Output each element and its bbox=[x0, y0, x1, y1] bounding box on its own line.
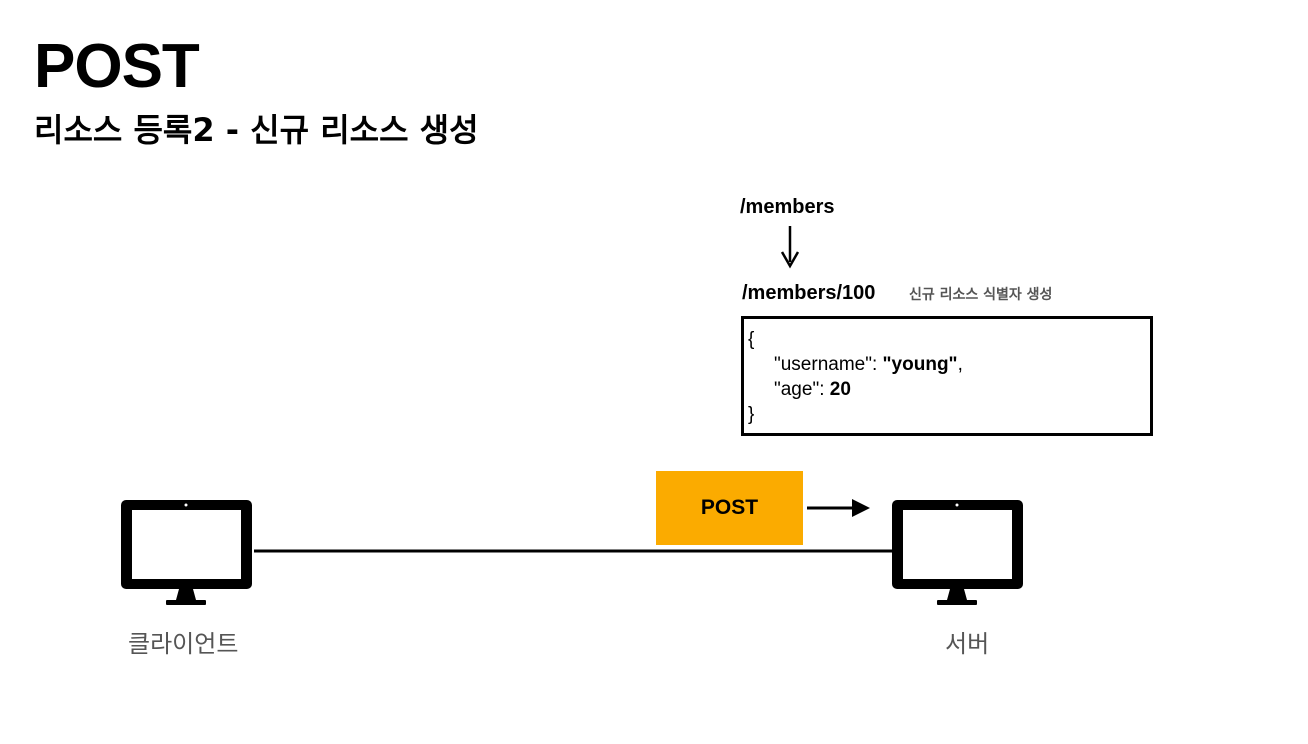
json-age-key: "age": bbox=[774, 379, 830, 400]
server-label: 서버 bbox=[945, 630, 990, 658]
client-monitor-icon bbox=[121, 500, 252, 605]
page-title: POST bbox=[34, 32, 200, 101]
server-monitor-icon bbox=[892, 500, 1023, 605]
json-open-brace: { bbox=[748, 329, 755, 350]
json-age-line: "age": 20 bbox=[748, 377, 1150, 402]
json-close-brace: } bbox=[748, 404, 755, 425]
post-method-box: POST bbox=[656, 471, 803, 545]
identifier-note: 신규 리소스 식별자 생성 bbox=[909, 287, 1053, 303]
json-comma: , bbox=[957, 354, 963, 375]
collection-path: /members bbox=[740, 196, 835, 218]
json-username-value: "young" bbox=[882, 354, 958, 375]
post-method-label: POST bbox=[700, 496, 759, 519]
json-username-key: "username": bbox=[774, 354, 883, 375]
json-age-value: 20 bbox=[829, 379, 851, 400]
new-resource-path: /members/100 bbox=[742, 282, 876, 304]
json-username-line: "username": "young", bbox=[748, 352, 1150, 377]
request-arrow bbox=[807, 499, 870, 517]
page-subtitle: 리소스 등록2 - 신규 리소스 생성 bbox=[34, 111, 479, 149]
request-body-box: { "username": "young", "age": 20 } bbox=[741, 316, 1153, 436]
path-down-arrow bbox=[780, 226, 800, 269]
client-label: 클라이언트 bbox=[128, 630, 239, 658]
